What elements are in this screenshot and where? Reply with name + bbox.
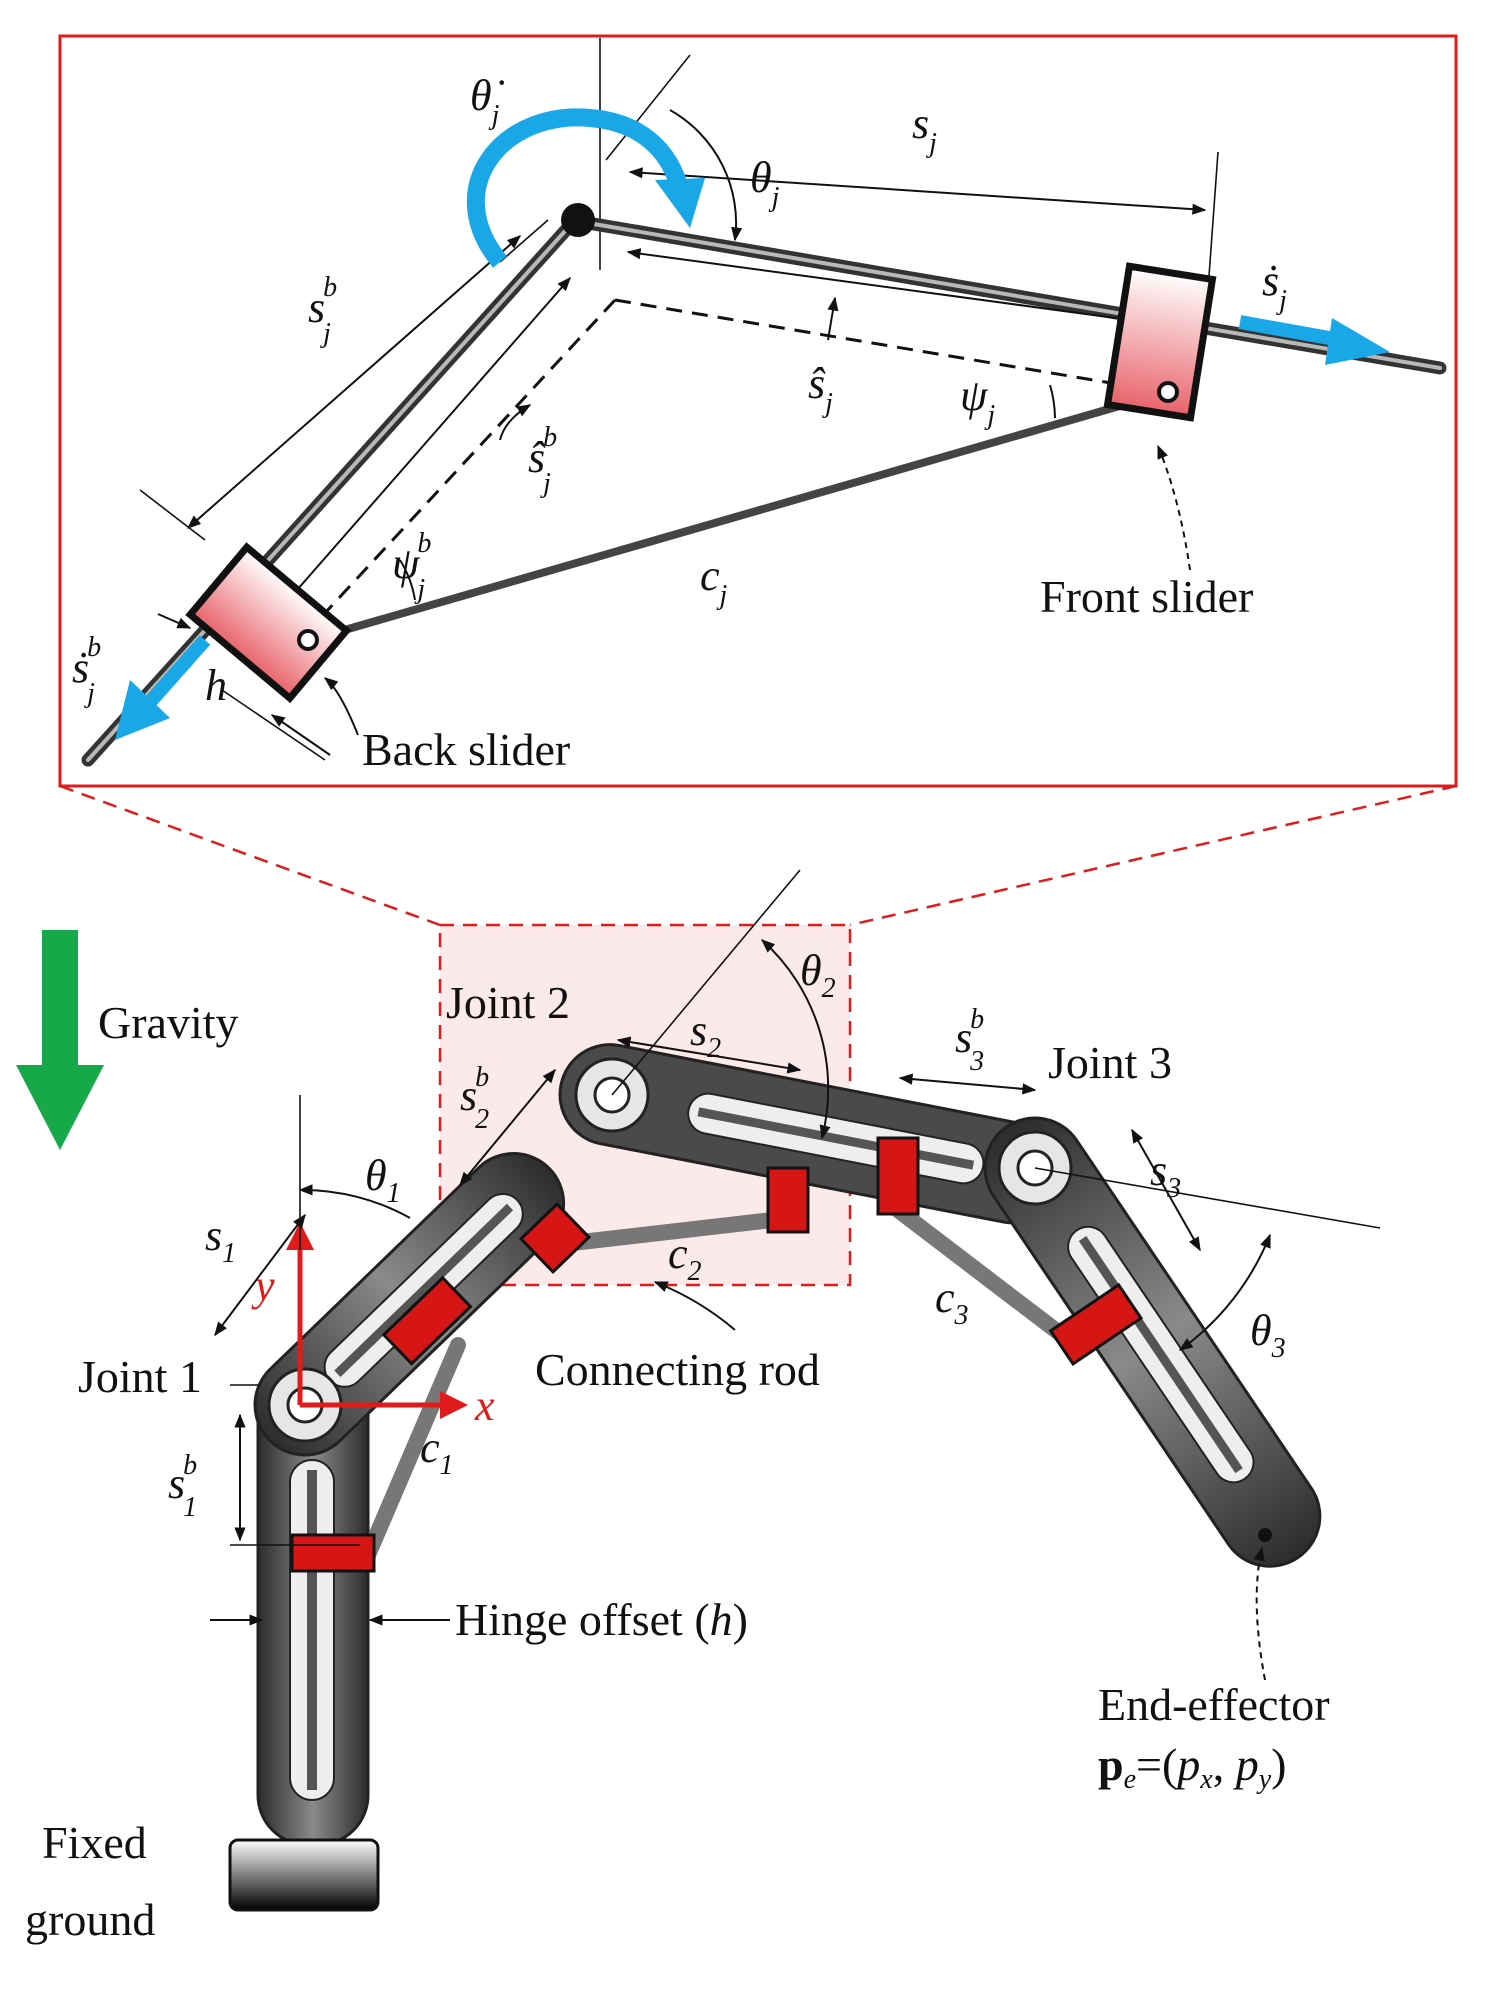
label-fixed: Fixed xyxy=(42,1817,147,1868)
front-slider-leader xyxy=(1157,444,1191,571)
label-c-j: cj xyxy=(700,551,728,611)
back-slider-leader xyxy=(323,677,359,736)
slider-2-front xyxy=(766,1166,810,1234)
connecting-rod-c2 xyxy=(547,1210,798,1253)
label-theta-j: θj xyxy=(750,153,780,213)
slider-2-back xyxy=(518,1201,592,1275)
label-s-3: s3 xyxy=(1150,1146,1181,1204)
joint-pivot xyxy=(561,203,595,237)
x-axis-arrowhead xyxy=(440,1391,468,1419)
label-gravity: Gravity xyxy=(98,997,239,1048)
label-c-1: c1 xyxy=(420,1423,454,1481)
label-c-2: c2 xyxy=(668,1229,702,1287)
angular-velocity-arrowhead xyxy=(655,178,705,228)
label-connecting-rod: Connecting rod xyxy=(535,1344,820,1395)
slider-3-back xyxy=(876,1136,920,1216)
label-c-3: c3 xyxy=(935,1273,969,1331)
connecting-rod-c1 xyxy=(360,1337,466,1563)
label-back-slider: Back slider xyxy=(362,724,570,775)
dimension-arrows xyxy=(157,109,1207,756)
back-slider xyxy=(185,542,352,704)
label-joint-2: Joint 2 xyxy=(446,977,570,1028)
label-s-1: s1 xyxy=(205,1211,236,1269)
label-front-slider: Front slider xyxy=(1040,571,1253,622)
gravity-arrow-head xyxy=(16,1065,104,1150)
label-hinge-offset: Hinge offset (h) xyxy=(455,1594,748,1645)
front-velocity-arrow xyxy=(1238,315,1342,347)
label-joint-1: Joint 1 xyxy=(78,1351,202,1402)
label-joint-3: Joint 3 xyxy=(1048,1037,1172,1088)
slider-1-back xyxy=(290,1533,376,1573)
gravity-arrow-shaft xyxy=(42,930,78,1070)
label-theta-2: θ2 xyxy=(800,946,836,1004)
end-effector-point xyxy=(1258,1528,1272,1542)
label-theta-3: θ3 xyxy=(1250,1306,1286,1364)
label-pe: pe=(px, py) xyxy=(1098,1739,1287,1795)
back-velocity-arrow xyxy=(144,635,211,707)
robot-arm: Gravity xyxy=(16,869,1381,1945)
front-link-highlight xyxy=(580,220,1442,370)
zoom-line-left xyxy=(59,784,441,927)
slider-1-front xyxy=(381,1275,473,1366)
back-velocity-arrowhead xyxy=(115,680,170,740)
label-psi-j: ψj xyxy=(960,371,995,431)
label-s-2: s2 xyxy=(690,1006,721,1064)
label-end-effector: End-effector xyxy=(1098,1679,1330,1730)
label-s-j: sj xyxy=(912,99,937,159)
label-ground: ground xyxy=(25,1894,155,1945)
back-slider-pin xyxy=(297,629,319,651)
front-slider-pin xyxy=(1157,381,1179,403)
zoom-line-right xyxy=(849,784,1457,927)
angular-velocity-arrow xyxy=(466,108,689,268)
detail-frame xyxy=(58,34,1458,788)
label-theta-1: θ1 xyxy=(365,1151,401,1209)
label-s-hat-j: ŝj xyxy=(808,359,833,419)
label-theta-dot: θ̇j xyxy=(470,71,505,131)
label-s-dot-j: ṡj xyxy=(1262,256,1287,316)
slider-3-front xyxy=(1048,1282,1144,1367)
label-y-axis: y xyxy=(251,1261,275,1310)
fixed-ground-block xyxy=(228,1838,380,1912)
label-h: h xyxy=(205,661,227,710)
front-velocity-arrowhead xyxy=(1325,318,1390,365)
label-x-axis: x xyxy=(474,1381,495,1430)
connecting-rod-c3 xyxy=(890,1202,1083,1353)
robot-dimension-arrows xyxy=(210,939,1271,1681)
front-slider xyxy=(1103,262,1217,422)
